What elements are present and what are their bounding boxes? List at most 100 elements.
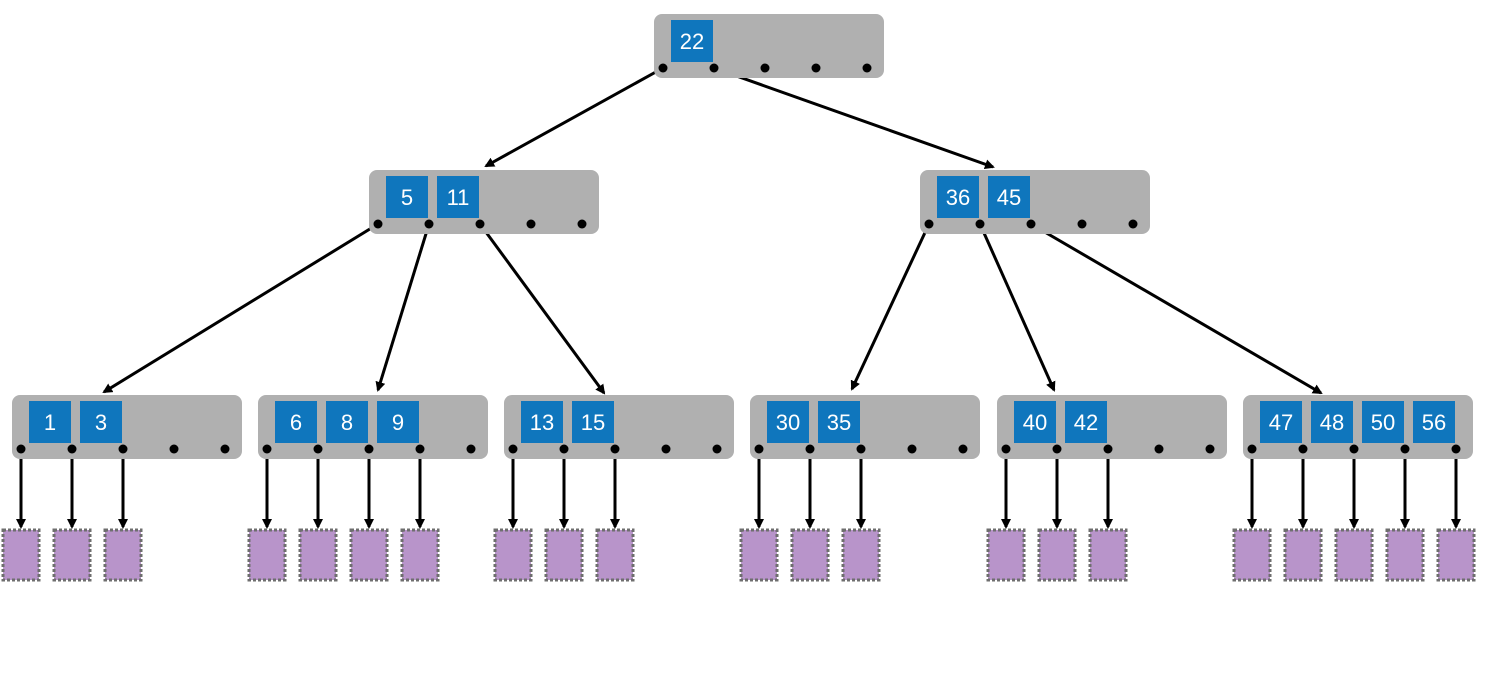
key-box bbox=[29, 401, 71, 443]
key-label: 6 bbox=[290, 410, 302, 435]
pointer-dot bbox=[364, 444, 374, 454]
key-box bbox=[671, 20, 713, 62]
pointer-dot bbox=[220, 444, 230, 454]
key-box bbox=[80, 401, 122, 443]
key-label: 1 bbox=[44, 410, 56, 435]
leaf-node: 13 15 bbox=[504, 395, 734, 459]
pointer-dot bbox=[508, 444, 518, 454]
data-page bbox=[739, 528, 779, 582]
root-node: 22 bbox=[654, 14, 884, 78]
data-page bbox=[595, 528, 635, 582]
pointer-arrow bbox=[102, 222, 379, 394]
data-page bbox=[493, 528, 533, 582]
pointer-dot bbox=[610, 444, 620, 454]
pointer-dot bbox=[856, 444, 866, 454]
key-label: 35 bbox=[827, 410, 851, 435]
key-label: 42 bbox=[1074, 410, 1098, 435]
data-page bbox=[790, 528, 830, 582]
pointer-dot bbox=[1001, 444, 1011, 454]
key-label: 47 bbox=[1269, 410, 1293, 435]
pointer-dot bbox=[709, 63, 719, 73]
key-label: 40 bbox=[1023, 410, 1047, 435]
data-page bbox=[1232, 528, 1272, 582]
pointer-dot bbox=[475, 219, 485, 229]
pointer-dot bbox=[1400, 444, 1410, 454]
key-label: 56 bbox=[1422, 410, 1446, 435]
pointer-dot bbox=[975, 219, 985, 229]
pointer-arrow bbox=[478, 223, 606, 395]
pointer-dot bbox=[169, 444, 179, 454]
leaf-node: 30 35 bbox=[750, 395, 980, 459]
key-box bbox=[1311, 401, 1353, 443]
pointer-dot bbox=[559, 444, 569, 454]
data-page bbox=[1, 528, 41, 582]
pointer-dot bbox=[1451, 444, 1461, 454]
pointer-dot bbox=[526, 219, 536, 229]
pointer-dot bbox=[373, 219, 383, 229]
pointer-dot bbox=[958, 444, 968, 454]
pointer-dot bbox=[577, 219, 587, 229]
pointer-dot bbox=[1154, 444, 1164, 454]
data-page bbox=[841, 528, 881, 582]
pointer-dot bbox=[805, 444, 815, 454]
pointer-arrow bbox=[850, 223, 931, 391]
data-page bbox=[52, 528, 92, 582]
key-label: 36 bbox=[946, 185, 970, 210]
internal-node: 5 11 bbox=[369, 170, 599, 234]
internal-node: 36 45 bbox=[920, 170, 1150, 234]
pointer-dot bbox=[760, 63, 770, 73]
key-label: 45 bbox=[997, 185, 1021, 210]
pointer-dot bbox=[1349, 444, 1359, 454]
pointer-dot bbox=[924, 219, 934, 229]
key-box bbox=[1413, 401, 1455, 443]
key-box bbox=[1362, 401, 1404, 443]
pointer-arrow bbox=[484, 66, 664, 168]
pointer-arrow bbox=[713, 66, 995, 170]
key-box bbox=[275, 401, 317, 443]
pointer-dot bbox=[262, 444, 272, 454]
key-label: 30 bbox=[776, 410, 800, 435]
data-page bbox=[1088, 528, 1128, 582]
key-label: 11 bbox=[447, 185, 470, 210]
data-page bbox=[103, 528, 143, 582]
pointer-dot bbox=[1103, 444, 1113, 454]
key-box bbox=[767, 401, 809, 443]
pointer-dot bbox=[907, 444, 917, 454]
key-label: 9 bbox=[392, 410, 404, 435]
key-label: 8 bbox=[341, 410, 353, 435]
key-label: 22 bbox=[680, 29, 704, 54]
key-label: 15 bbox=[581, 410, 605, 435]
data-page bbox=[1334, 528, 1374, 582]
key-box bbox=[326, 401, 368, 443]
data-page bbox=[1037, 528, 1077, 582]
pointer-dot bbox=[118, 444, 128, 454]
key-label: 48 bbox=[1320, 410, 1344, 435]
pointer-dot bbox=[661, 444, 671, 454]
pointer-arrow bbox=[375, 223, 431, 392]
pointer-arrow bbox=[1030, 222, 1323, 395]
key-label: 5 bbox=[401, 185, 413, 210]
data-page bbox=[544, 528, 584, 582]
pointer-dot bbox=[1077, 219, 1087, 229]
pointer-dot bbox=[16, 444, 26, 454]
data-page bbox=[349, 528, 389, 582]
pointer-dot bbox=[754, 444, 764, 454]
pointer-dot bbox=[658, 63, 668, 73]
key-label: 13 bbox=[530, 410, 554, 435]
key-box bbox=[377, 401, 419, 443]
key-box bbox=[1260, 401, 1302, 443]
key-box bbox=[437, 176, 479, 218]
pointer-dot bbox=[862, 63, 872, 73]
key-box bbox=[937, 176, 979, 218]
pointer-dot bbox=[415, 444, 425, 454]
pointer-dot bbox=[466, 444, 476, 454]
leaf-node: 6 8 9 bbox=[258, 395, 488, 459]
pointer-dot bbox=[1298, 444, 1308, 454]
data-page bbox=[1436, 528, 1476, 582]
key-box bbox=[818, 401, 860, 443]
pointer-dot bbox=[811, 63, 821, 73]
key-box bbox=[572, 401, 614, 443]
key-box bbox=[988, 176, 1030, 218]
